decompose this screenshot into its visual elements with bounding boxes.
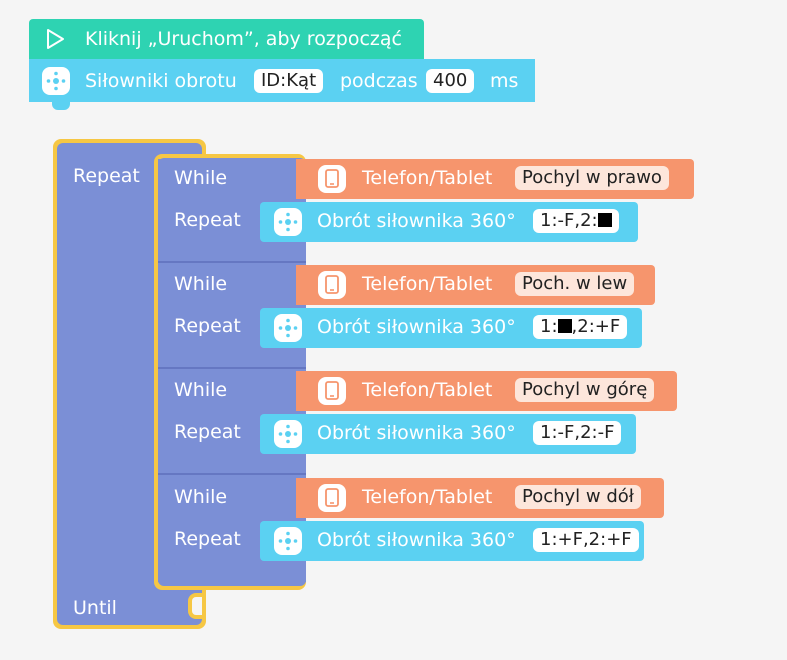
unit-label: ms bbox=[490, 70, 519, 92]
sensor-value[interactable]: Pochyl w dół bbox=[515, 485, 641, 509]
while-block[interactable]: While Repeat bbox=[158, 478, 306, 582]
rotation-label: Siłowniki obrotu bbox=[85, 70, 237, 92]
motor-block[interactable]: Obrót siłownika 360° 1:-F,2: bbox=[260, 202, 638, 242]
tablet-icon bbox=[318, 377, 346, 405]
motor-value[interactable]: 1:+F,2:+F bbox=[533, 528, 639, 552]
start-label: Kliknij „Uruchom”, aby rozpocząć bbox=[85, 28, 402, 50]
motor-value-a: 1: bbox=[540, 316, 558, 337]
tablet-icon bbox=[318, 165, 346, 193]
motor-value-a: 1:-F,2: bbox=[540, 210, 598, 231]
repeat-label: Repeat bbox=[174, 315, 241, 337]
outer-until-label: Until bbox=[73, 597, 117, 619]
motor-value[interactable]: 1: ,2:+F bbox=[533, 315, 628, 339]
motor-block[interactable]: Obrót siłownika 360° 1:-F,2:-F bbox=[260, 414, 636, 454]
stop-square-icon bbox=[597, 213, 612, 227]
id-field[interactable]: ID:Kąt bbox=[254, 69, 324, 93]
sensor-label: Telefon/Tablet bbox=[362, 379, 493, 401]
tablet-icon bbox=[318, 484, 346, 512]
sensor-value[interactable]: Pochyl w prawo bbox=[515, 166, 669, 190]
sensor-block[interactable]: Telefon/Tablet Pochyl w górę bbox=[296, 371, 677, 411]
motor-label: Obrót siłownika 360° bbox=[317, 422, 516, 444]
motor-label: Obrót siłownika 360° bbox=[317, 210, 516, 232]
servo-icon bbox=[42, 67, 70, 95]
sensor-label: Telefon/Tablet bbox=[362, 486, 493, 508]
sensor-block[interactable]: Telefon/Tablet Poch. w lew bbox=[296, 265, 655, 305]
sensor-label: Telefon/Tablet bbox=[362, 167, 493, 189]
motor-value-b: ,2:+F bbox=[571, 316, 621, 337]
rotation-notch bbox=[52, 102, 70, 110]
until-notch bbox=[188, 593, 202, 619]
motor-label: Obrót siłownika 360° bbox=[317, 316, 516, 338]
start-block[interactable]: Kliknij „Uruchom”, aby rozpocząć bbox=[29, 19, 424, 59]
motor-label: Obrót siłownika 360° bbox=[317, 529, 516, 551]
during-label: podczas bbox=[340, 70, 418, 92]
sensor-value[interactable]: Poch. w lew bbox=[515, 272, 635, 296]
servo-icon bbox=[274, 527, 302, 555]
motor-value[interactable]: 1:-F,2:-F bbox=[533, 421, 622, 445]
outer-repeat-label: Repeat bbox=[73, 165, 140, 187]
tablet-icon bbox=[318, 271, 346, 299]
play-icon bbox=[47, 29, 64, 49]
servo-icon bbox=[274, 314, 302, 342]
repeat-label: Repeat bbox=[174, 528, 241, 550]
while-label: While bbox=[174, 486, 228, 508]
motor-value[interactable]: 1:-F,2: bbox=[533, 209, 619, 233]
while-label: While bbox=[174, 379, 228, 401]
rotation-block[interactable]: Siłowniki obrotu ID:Kąt podczas 400 ms bbox=[29, 59, 535, 102]
while-label: While bbox=[174, 167, 228, 189]
motor-block[interactable]: Obrót siłownika 360° 1:+F,2:+F bbox=[260, 521, 644, 561]
stop-square-icon bbox=[557, 319, 572, 333]
servo-icon bbox=[274, 208, 302, 236]
repeat-label: Repeat bbox=[174, 421, 241, 443]
sensor-label: Telefon/Tablet bbox=[362, 273, 493, 295]
sensor-value[interactable]: Pochyl w górę bbox=[515, 378, 655, 402]
while-label: While bbox=[174, 273, 228, 295]
motor-block[interactable]: Obrót siłownika 360° 1: ,2:+F bbox=[260, 308, 642, 348]
duration-field[interactable]: 400 bbox=[426, 69, 475, 93]
sensor-block[interactable]: Telefon/Tablet Pochyl w dół bbox=[296, 478, 664, 518]
sensor-block[interactable]: Telefon/Tablet Pochyl w prawo bbox=[296, 159, 694, 199]
repeat-label: Repeat bbox=[174, 209, 241, 231]
servo-icon bbox=[274, 420, 302, 448]
